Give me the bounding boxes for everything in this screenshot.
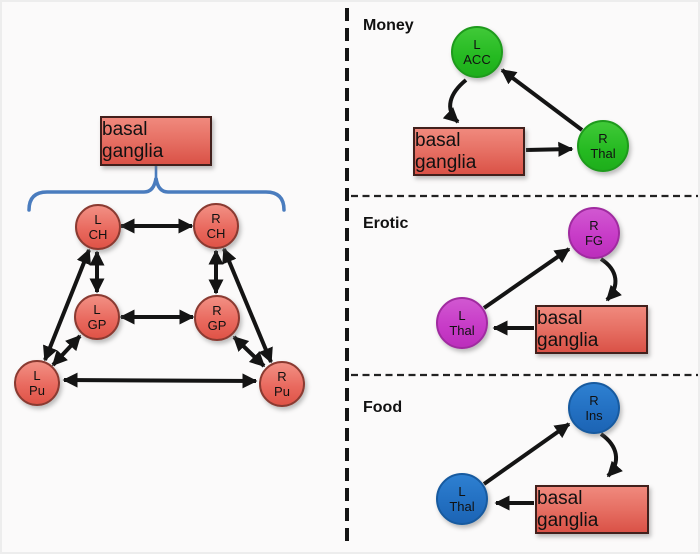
node-r-thal-money: R Thal	[577, 120, 629, 172]
node-line2: ACC	[463, 52, 491, 67]
basal-ganglia-label: basal ganglia	[537, 307, 599, 351]
curly-brace	[27, 177, 286, 212]
arrow-basal-ganglia-to-rthal	[525, 141, 574, 157]
arrow-rfg-to-basal-ganglia	[599, 257, 622, 302]
node-line2: FG	[584, 233, 604, 248]
node-r-gp: R GP	[194, 295, 240, 341]
node-line1: L	[458, 307, 466, 323]
node-line1: L	[93, 301, 101, 317]
node-line1: L	[94, 211, 102, 227]
node-l-gp: L GP	[74, 294, 120, 340]
basal-ganglia-label: basal ganglia	[415, 129, 477, 173]
node-line1: R	[598, 130, 608, 146]
arrow-lthal-to-rins	[482, 422, 571, 486]
arrow-rpu-rgp	[232, 335, 266, 368]
node-line2: Thal	[449, 499, 475, 514]
node-l-pu: L Pu	[14, 360, 60, 406]
panel-title-food: Food	[363, 399, 403, 416]
node-line2: Thal	[590, 146, 616, 161]
arrow-lthal-to-rfg	[482, 247, 571, 310]
basal-ganglia-box-erotic: basal ganglia	[535, 305, 648, 354]
basal-ganglia-box-food: basal ganglia	[535, 485, 649, 534]
node-line2: CH	[206, 226, 226, 241]
arrow-lpu-rpu	[62, 372, 258, 389]
arrow-rins-to-basal-ganglia	[599, 432, 623, 478]
node-l-thal-food: L Thal	[436, 473, 488, 525]
node-line2: Pu	[29, 383, 45, 398]
basal-ganglia-label: basal ganglia	[102, 119, 164, 162]
node-line2: GP	[87, 317, 107, 332]
basal-ganglia-box-left: basal ganglia	[100, 116, 212, 166]
panel-title-erotic: Erotic	[363, 215, 409, 232]
basal-ganglia-label: basal ganglia	[537, 487, 599, 531]
node-line1: L	[33, 367, 41, 383]
node-line1: L	[473, 36, 481, 52]
node-line1: R	[589, 392, 599, 408]
node-line1: R	[589, 217, 599, 233]
node-r-pu: R Pu	[259, 361, 305, 407]
arrow-rthal-to-lacc	[500, 68, 584, 132]
node-r-ins: R Ins	[568, 382, 620, 434]
node-line1: R	[212, 302, 222, 318]
arrow-lpu-lgp	[51, 334, 82, 367]
node-line2: Thal	[449, 323, 475, 338]
node-line2: Ins	[585, 408, 603, 423]
node-line1: R	[277, 368, 287, 384]
basal-ganglia-box-money: basal ganglia	[413, 127, 525, 176]
node-l-ch: L CH	[75, 204, 121, 250]
node-l-thal-erotic: L Thal	[436, 297, 488, 349]
node-line2: CH	[88, 227, 108, 242]
node-r-ch: R CH	[193, 203, 239, 249]
node-line1: R	[211, 210, 221, 226]
node-line1: L	[458, 483, 466, 499]
node-line2: GP	[207, 318, 227, 333]
node-line2: Pu	[274, 384, 290, 399]
arrow-lacc-to-basal-ganglia	[442, 78, 468, 124]
node-l-acc: L ACC	[451, 26, 503, 78]
panel-title-money: Money	[363, 17, 414, 34]
node-r-fg: R FG	[568, 207, 620, 259]
